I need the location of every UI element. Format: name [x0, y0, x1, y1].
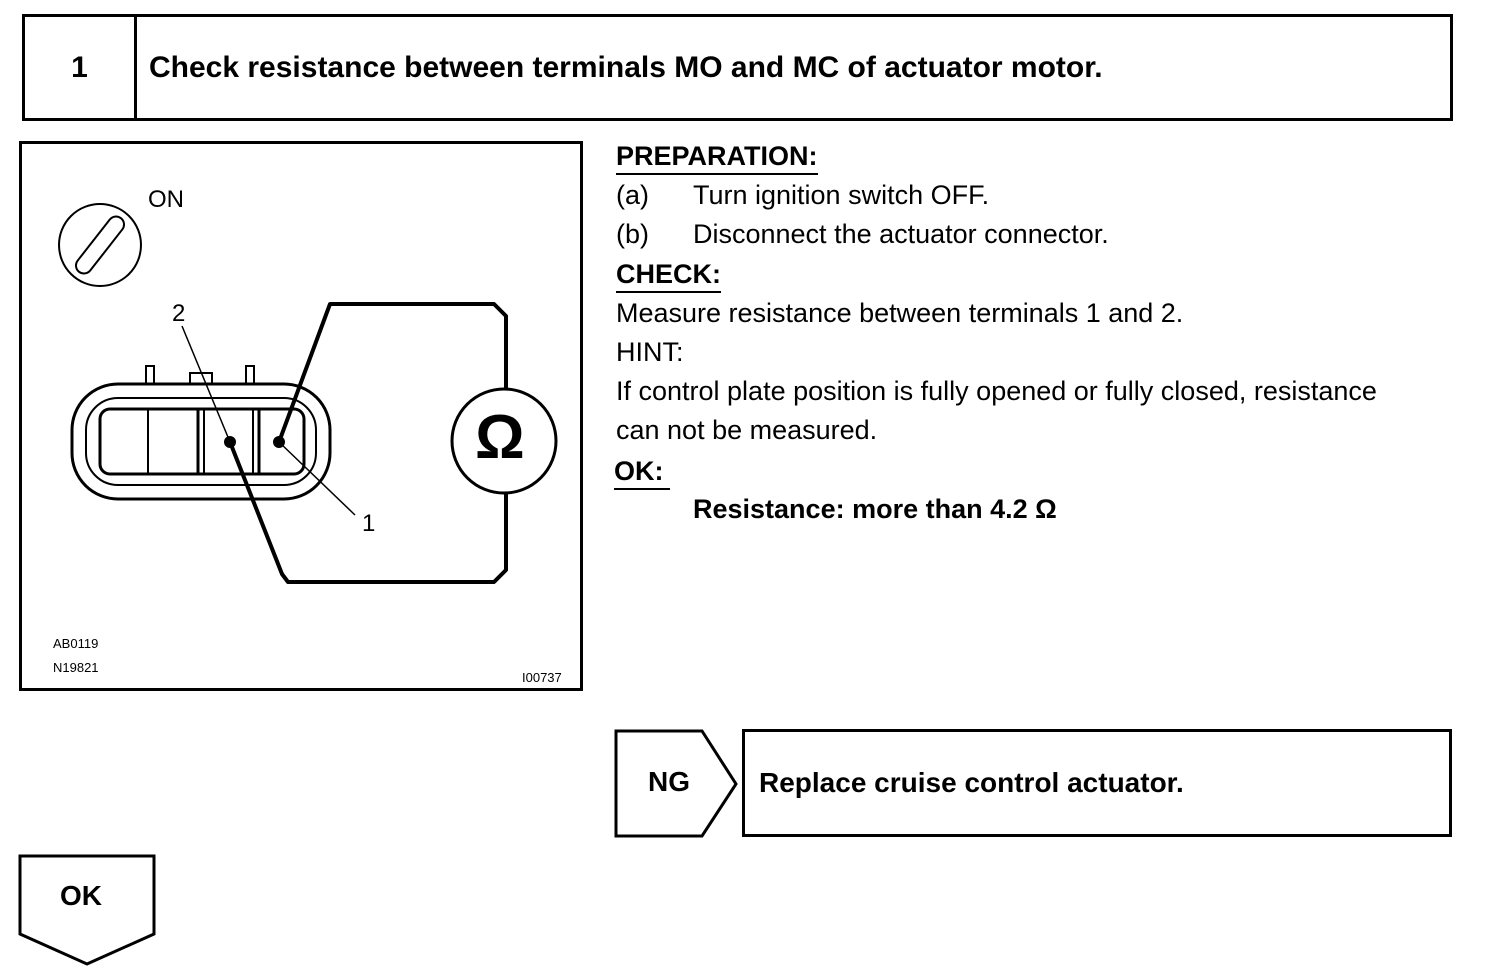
connector-diagram: ON 2 1 Ω AB0119 N19821 I00737: [19, 141, 583, 691]
ng-tag-shape: [614, 729, 738, 838]
actuator-connector-icon: [70, 365, 332, 501]
ignition-switch-icon: [58, 203, 142, 287]
diagram-drawing: [58, 203, 558, 584]
ohmmeter-icon: [450, 387, 558, 495]
preparation-heading: PREPARATION:: [616, 140, 818, 175]
ohm-symbol: Ω: [475, 403, 525, 472]
prep-item-b: Disconnect the actuator connector.: [693, 219, 1109, 249]
ng-action-box: Replace cruise control actuator.: [742, 729, 1452, 837]
ng-action: Replace cruise control actuator.: [759, 767, 1184, 798]
terminal-1-label: 1: [362, 510, 376, 537]
ok-tag: OK: [60, 880, 102, 911]
check-heading: CHECK:: [616, 258, 721, 293]
prep-marker-b: (b): [616, 219, 649, 249]
terminal-2-label: 2: [172, 300, 186, 327]
ok-tag-shape: [18, 854, 156, 966]
step-title: Check resistance between terminals MO an…: [149, 50, 1103, 84]
ohmmeter-leads: [228, 302, 508, 584]
hint-line-2: can not be measured.: [616, 415, 878, 445]
step-number: 1: [25, 17, 137, 118]
switch-on-label: ON: [148, 186, 184, 213]
figure-id: I00737: [522, 670, 562, 685]
hint-heading: HINT:: [616, 337, 684, 367]
figure-code-2: N19821: [53, 660, 99, 675]
ng-tag: NG: [648, 766, 690, 797]
step-header: 1 Check resistance between terminals MO …: [22, 14, 1453, 121]
prep-marker-a: (a): [616, 180, 649, 210]
figure-code-1: AB0119: [53, 636, 99, 651]
check-text: Measure resistance between terminals 1 a…: [616, 298, 1184, 328]
prep-item-a: Turn ignition switch OFF.: [693, 180, 990, 210]
hint-line-1: If control plate position is fully opene…: [616, 376, 1377, 406]
ok-spec-value: Resistance: more than 4.2 Ω: [693, 494, 1057, 524]
ok-spec-heading: OK:: [614, 455, 670, 490]
